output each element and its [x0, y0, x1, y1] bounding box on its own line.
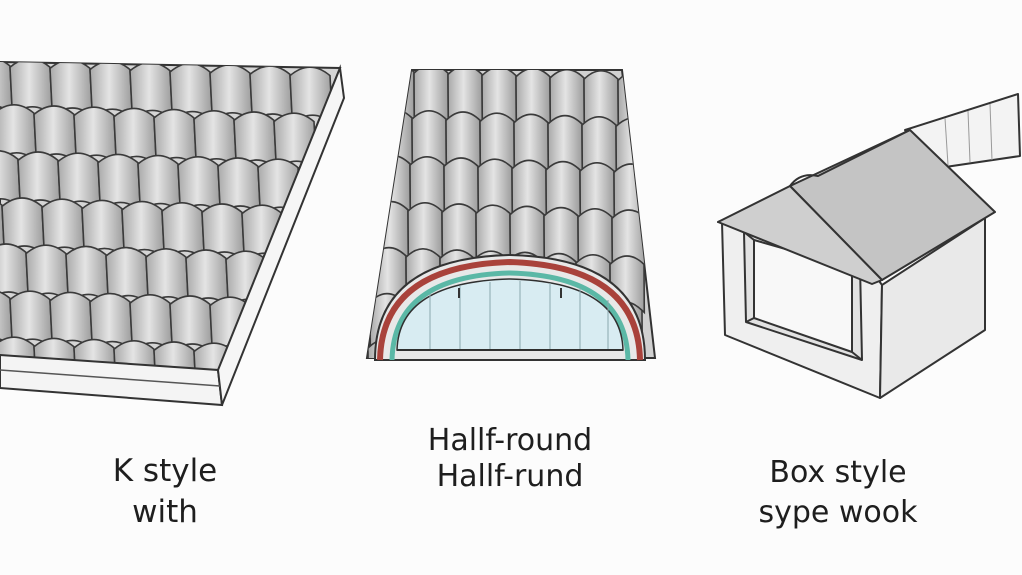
half-round-caption: Hallf-round Hallf-rund [385, 426, 635, 492]
roof-tile [153, 341, 198, 370]
k-style-roof [0, 60, 346, 407]
half-round-roof [365, 69, 657, 361]
box-style-caption-line-2: sype wook [758, 495, 918, 530]
half-round-caption-line-1: Hallf-round [427, 423, 593, 458]
box-style-caption-line-1: Box style [769, 455, 907, 490]
roof-tile [379, 70, 416, 122]
k-style-caption-line-2: with [132, 494, 198, 530]
box-style-house [717, 93, 1021, 399]
k-style-caption-line-1: K style [112, 453, 218, 489]
roof-tile [377, 108, 414, 168]
half-round-glass [396, 278, 624, 351]
half-round-caption-line-2: Hallf-rund [436, 459, 584, 494]
box-style-caption: Box style sype wook [738, 458, 938, 528]
k-style-caption: K style with [60, 456, 270, 528]
k-style-fascia-side [216, 64, 346, 406]
